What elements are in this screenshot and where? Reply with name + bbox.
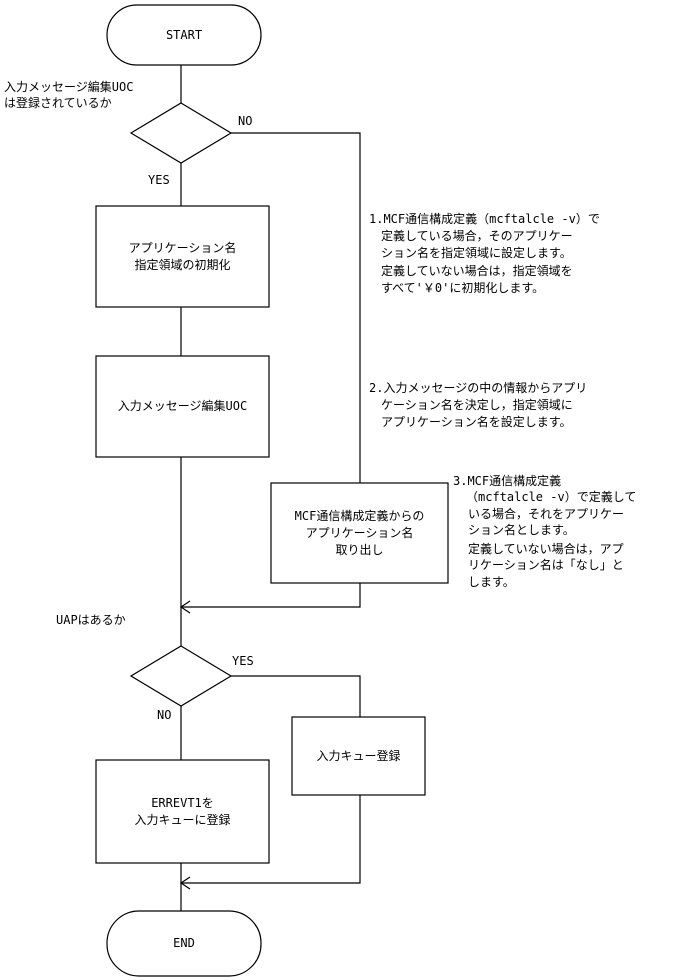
note3-line4: ション名とします。: [468, 523, 575, 537]
decision2-diamond: [129, 645, 233, 707]
decision2-no-label: NO: [157, 708, 172, 722]
decision1-question-line1: 入力メッセージ編集UOC: [4, 80, 134, 94]
connector-decision2-yes: [231, 675, 361, 717]
box-queue: 入力キュー登録: [292, 717, 425, 795]
note2-line3: アプリケーション名を設定します。: [381, 415, 572, 429]
box-init-shape: [95, 205, 270, 308]
box-init-line2: 指定領域の初期化: [134, 257, 231, 272]
box-mcf: MCF通信構成定義からの アプリケーション名 取り出し: [271, 483, 448, 583]
decision1-no-label: NO: [238, 114, 253, 128]
note3-line7: します。: [468, 575, 515, 589]
decision1-yes-label: YES: [148, 173, 170, 187]
note3-line6: リケーション名は「なし」と: [468, 558, 624, 572]
decision1-diamond: [129, 102, 233, 164]
connector-decision1-no: [231, 132, 361, 483]
note3-line3: いる場合，それをアプリケー: [468, 507, 625, 521]
note3-line2: （mcftalcle -v）で定義して: [466, 490, 637, 504]
note2-line1: 2.入力メッセージの中の情報からアプリ: [369, 381, 588, 395]
start-label: START: [107, 5, 261, 65]
box-mcf-line3: 取り出し: [335, 542, 384, 557]
decision2-yes-label: YES: [232, 654, 254, 668]
note1-line5: すべて'￥0'に初期化します。: [381, 281, 545, 295]
decision2-question: UAPはあるか: [56, 613, 126, 627]
box-mcf-line1: MCF通信構成定義からの: [294, 508, 425, 523]
end-label: END: [107, 911, 261, 976]
box-queue-shape: [291, 716, 426, 796]
note3-line1: 3.MCF通信構成定義: [453, 474, 562, 488]
box-mcf-line2: アプリケーション名: [305, 525, 414, 540]
end-terminal-shape: [106, 910, 262, 977]
box-errevt-line2: 入力キューに登録: [134, 812, 231, 827]
arrowhead-merge1: [179, 600, 191, 614]
note1-line2: 定義している場合，そのアプリケー: [381, 229, 573, 243]
box-uoc: 入力メッセージ編集UOC: [96, 356, 269, 457]
connector-queue-return: [181, 795, 361, 884]
note1-line3: ション名を指定領域に設定します。: [381, 246, 572, 260]
box-errevt-shape: [95, 759, 270, 864]
box-uoc-shape: [95, 355, 270, 458]
note2-line2: ケーション名を決定し，指定領域に: [381, 398, 573, 412]
start-terminal-shape: [106, 4, 262, 66]
arrowhead-merge2: [179, 876, 191, 890]
box-init: アプリケーション名 指定領域の初期化: [96, 206, 269, 307]
note3-line5: 定義していない場合は，アプ: [468, 542, 624, 556]
start-label-text: START: [165, 27, 203, 42]
box-uoc-line1: 入力メッセージ編集UOC: [117, 399, 248, 413]
end-label-text: END: [173, 936, 195, 950]
connector-mcf-return: [181, 583, 361, 608]
box-errevt: ERREVT1を 入力キューに登録: [96, 760, 269, 863]
decision1-question-line2: は登録されているか: [4, 96, 112, 110]
box-queue-line1: 入力キュー登録: [316, 748, 401, 763]
note1-line1: 1.MCF通信構成定義（mcftalcle -v）で: [369, 212, 600, 226]
box-errevt-line1: ERREVT1を: [151, 795, 214, 810]
box-init-line1: アプリケーション名: [128, 240, 237, 255]
note1-line4: 定義していない場合は，指定領域を: [381, 264, 573, 278]
